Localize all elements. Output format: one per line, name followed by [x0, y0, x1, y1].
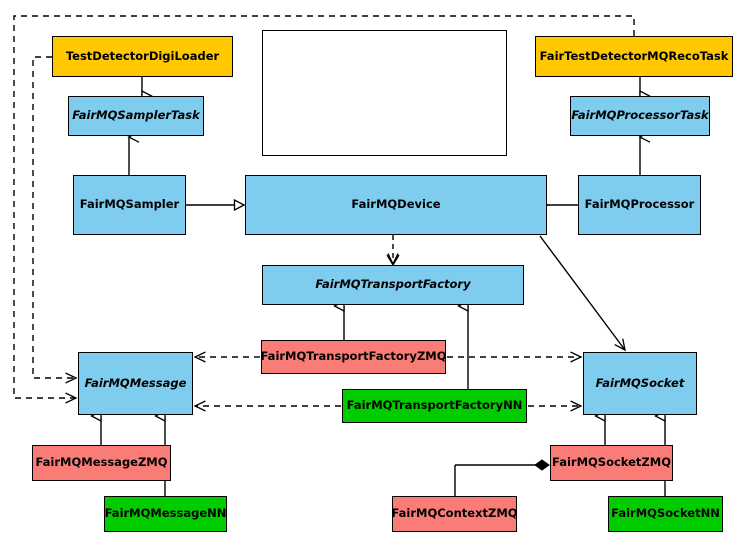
node-fairmqsocket[interactable]: FairMQSocket: [583, 352, 697, 415]
node-label: FairMQSocket: [595, 375, 685, 390]
node-fairmqprocessortask[interactable]: FairMQProcessorTask: [570, 96, 710, 136]
node-testdetectordigiloader[interactable]: TestDetectorDigiLoader: [52, 36, 233, 77]
node-label: FairMQContextZMQ: [391, 506, 518, 521]
node-fairmqsampler[interactable]: FairMQSampler: [73, 175, 186, 235]
node-fairmqtransportfactory[interactable]: FairMQTransportFactory: [262, 265, 524, 305]
node-label: FairMQSampler: [79, 197, 180, 212]
node-fairtestdetectormqrecotask[interactable]: FairTestDetectorMQRecoTask: [535, 36, 733, 77]
node-fairmqtransportfactoryzmq[interactable]: FairMQTransportFactoryZMQ: [260, 340, 447, 374]
node-fairmqprocessor[interactable]: FairMQProcessor: [578, 175, 701, 235]
node-fairmqmessagenn[interactable]: FairMQMessageNN: [104, 496, 227, 532]
node-label: FairMQProcessor: [584, 197, 695, 212]
node-fairmqmessage[interactable]: FairMQMessage: [78, 352, 193, 415]
node-label: FairMQTransportFactoryNN: [346, 398, 523, 413]
node-fairmqtransportfactorynn[interactable]: FairMQTransportFactoryNN: [342, 389, 527, 423]
node-label: FairTestDetectorMQRecoTask: [539, 48, 729, 63]
node-fairmqmessagezmq[interactable]: FairMQMessageZMQ: [32, 445, 171, 481]
node-fairmqsocketnn[interactable]: FairMQSocketNN: [608, 496, 723, 532]
node-label: FairMQSocketZMQ: [552, 455, 671, 470]
legend: [262, 30, 507, 156]
node-label: FairMQSamplerTask: [72, 108, 200, 123]
node-fairmqdevice[interactable]: FairMQDevice: [245, 175, 547, 235]
node-label: FairMQMessageNN: [104, 506, 227, 521]
node-fairmqcontextzmq[interactable]: FairMQContextZMQ: [391, 496, 518, 532]
node-fairmqsocketzmq[interactable]: FairMQSocketZMQ: [550, 445, 673, 481]
node-label: FairMQTransportFactoryZMQ: [260, 349, 447, 364]
node-label: FairMQDevice: [351, 197, 441, 212]
node-label: FairMQSocketNN: [611, 506, 720, 521]
node-label: TestDetectorDigiLoader: [65, 48, 220, 63]
node-label: FairMQMessageZMQ: [35, 455, 168, 470]
node-label: FairMQMessage: [84, 375, 187, 390]
node-label: FairMQProcessorTask: [571, 108, 709, 123]
node-fairmqsamplertask[interactable]: FairMQSamplerTask: [68, 96, 204, 136]
node-label: FairMQTransportFactory: [315, 277, 471, 292]
